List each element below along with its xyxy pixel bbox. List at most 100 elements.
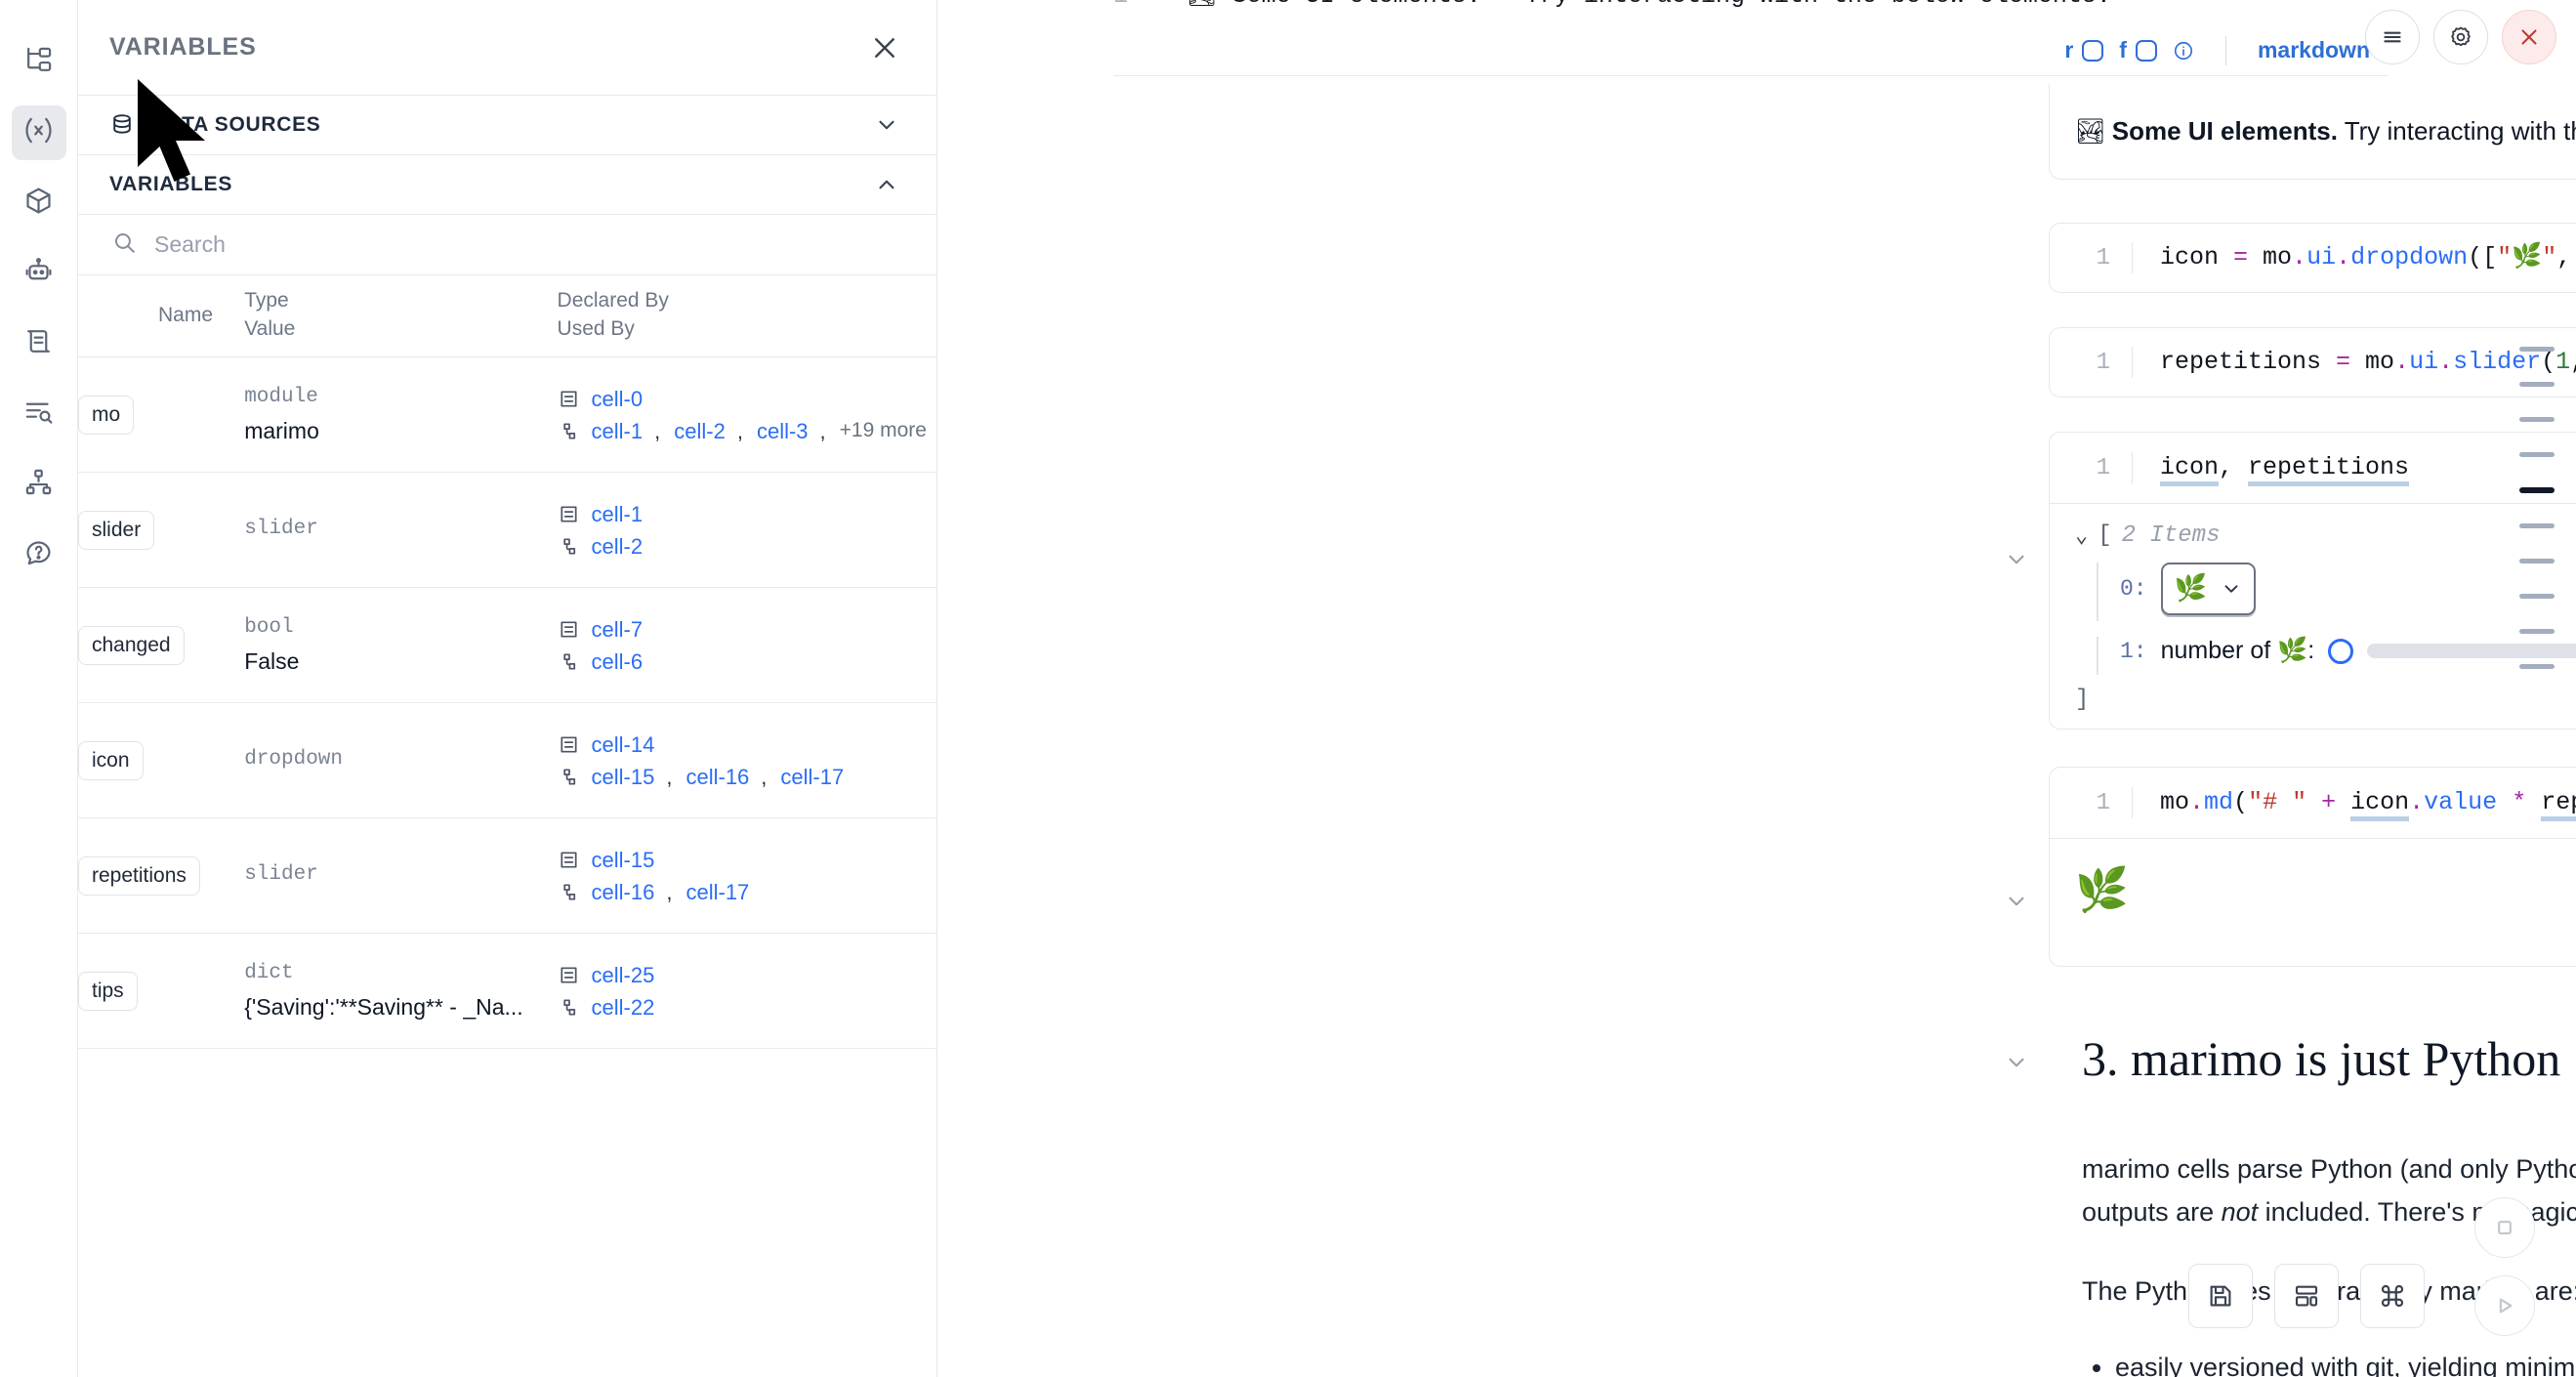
cell-link[interactable]: cell-1 [592,415,644,447]
markdown-output-card: 🏞Some UI elements. Try interacting with … [2049,84,2576,180]
variable-name-pill[interactable]: changed [78,626,185,665]
variables-table-head: Name Type Value Declared By Used By [78,275,936,357]
cell-status-toolbar: r f markdown [1113,25,2388,76]
run-all-button[interactable] [2474,1275,2535,1336]
cell-link[interactable]: cell-22 [592,991,655,1023]
minimap-mark[interactable] [2519,347,2555,352]
table-row[interactable]: changedboolFalsecell-7cell-6 [78,588,936,703]
cell-link[interactable]: cell-17 [780,761,844,793]
cell-link[interactable]: cell-25 [592,959,655,991]
runtime-status[interactable]: r [2064,37,2103,63]
section-data-sources[interactable]: DATA SOURCES [78,96,936,155]
sidebar-item-packages[interactable] [12,176,66,230]
layout-icon [2292,1281,2321,1311]
cell-delete-button[interactable] [2502,10,2556,64]
minimap-mark[interactable] [2519,417,2555,422]
variable-name-pill[interactable]: repetitions [78,856,200,896]
code-cell-display[interactable]: 1 icon, repetitions ⌄ [ 2 Items 0: 🌿 [2049,432,2576,730]
cell-link[interactable]: cell-6 [592,646,644,678]
table-row[interactable]: momodulemarimocell-0cell-1,cell-2,cell-3… [78,357,936,473]
minimap-scrollbar[interactable] [2519,347,2555,669]
sidebar-item-logs[interactable] [12,316,66,371]
close-panel-button[interactable] [870,33,899,63]
cell-link[interactable]: cell-3 [757,415,809,447]
cell-link[interactable]: cell-2 [674,415,726,447]
collapse-md-cell-chevron[interactable] [2004,889,2029,914]
minimap-mark[interactable] [2519,452,2555,457]
chevron-down-icon[interactable]: ⌄ [2075,523,2088,549]
cell-language-badge[interactable]: markdown [2258,37,2370,63]
sidebar-item-help[interactable] [12,527,66,582]
cell-link[interactable]: cell-7 [592,613,644,646]
link-cells-icon [558,420,580,442]
minimap-mark[interactable] [2519,382,2555,387]
list-output-header[interactable]: ⌄ [ 2 Items [2075,522,2576,549]
cell-link[interactable]: cell-15 [592,761,655,793]
table-row[interactable]: sliderslidercell-1cell-2 [78,473,936,588]
save-button[interactable] [2188,1264,2253,1328]
section-variables[interactable]: VARIABLES [78,155,936,215]
runtime-label: r [2064,37,2073,63]
sidebar-item-variables[interactable] [12,105,66,160]
cell-icon [558,964,580,986]
cell-link[interactable]: cell-2 [592,530,644,563]
command-palette-button[interactable] [2360,1264,2425,1328]
collapse-display-cell-chevron[interactable] [2004,547,2029,572]
variable-name-pill[interactable]: mo [78,396,134,435]
search-input[interactable] [154,231,899,258]
sidebar-item-chat[interactable] [12,246,66,301]
table-row[interactable]: icondropdowncell-14cell-15,cell-16,cell-… [78,703,936,818]
collapse-section-chevron[interactable] [2004,1050,2029,1075]
variable-cells-cell: cell-7cell-6 [558,588,936,703]
sidebar-item-dependency-graph[interactable] [12,457,66,512]
list-output: ⌄ [ 2 Items 0: 🌿 1: number of 🌿: [2075,522,2576,713]
bottom-toolbar [2188,1264,2425,1328]
cell-settings-button[interactable] [2433,10,2488,64]
code-cell-slider[interactable]: 1 repetitions = mo.ui.slider(1, 16, labe… [2049,327,2576,397]
chevron-down-icon [2221,578,2242,600]
list-index-0: 0: [2120,576,2147,602]
format-status[interactable]: f [2119,37,2157,63]
minimap-mark[interactable] [2519,594,2555,599]
table-row[interactable]: tipsdict{'Saving':'**Saving** - _Na...ce… [78,934,936,1049]
cell-link[interactable]: cell-16 [686,761,749,793]
minimap-mark[interactable] [2519,629,2555,634]
col-used-by-label: Used By [558,317,936,341]
layout-button[interactable] [2274,1264,2339,1328]
code-cell-dropdown[interactable]: 1 icon = mo.ui.dropdown(["🌿", "🏞", "✨"],… [2049,223,2576,293]
cell-link[interactable]: cell-1 [592,498,644,530]
dropdown-input[interactable]: 🌿 [2161,563,2257,615]
minimap-mark[interactable] [2519,487,2555,493]
minimap-mark[interactable] [2519,523,2555,528]
variable-name-pill[interactable]: tips [78,972,138,1011]
command-palette-icon [2378,1281,2407,1311]
link-cells-icon [558,535,580,558]
variable-cells-cell: cell-25cell-22 [558,934,936,1049]
cell-link[interactable]: cell-15 [592,844,655,876]
link-cells-icon [558,881,580,903]
cell-action-buttons [2365,10,2556,64]
more-cells-label[interactable]: +19 more [840,415,927,446]
variable-cells-cell: cell-15cell-16,cell-17 [558,818,936,934]
info-button[interactable] [2173,40,2194,62]
cell-link[interactable]: cell-0 [592,383,644,415]
variable-name-pill[interactable]: slider [78,511,154,550]
list-item-1: 1: number of 🌿: [2097,637,2576,675]
col-type-value: Type Value [244,275,557,357]
code-cell-md[interactable]: 1 mo.md("# " + icon.value * repetitions.… [2049,767,2576,967]
sidebar-item-outline[interactable] [12,387,66,441]
cell-link[interactable]: cell-17 [686,876,749,908]
minimap-mark[interactable] [2519,664,2555,669]
code-text-display: icon, repetitions [2132,452,2409,484]
cell-link[interactable]: cell-14 [592,729,655,761]
minimap-mark[interactable] [2519,559,2555,563]
variable-name-pill[interactable]: icon [78,741,144,780]
declared-by-line: cell-14 [558,729,936,761]
sidebar-item-file-tree[interactable] [12,35,66,90]
table-row[interactable]: repetitionsslidercell-15cell-16,cell-17 [78,818,936,934]
interrupt-button[interactable] [2474,1197,2535,1258]
cell-link[interactable]: cell-16 [592,876,655,908]
slider-knob[interactable] [2328,639,2353,664]
cell-menu-button[interactable] [2365,10,2420,64]
col-declared-used: Declared By Used By [558,275,936,357]
